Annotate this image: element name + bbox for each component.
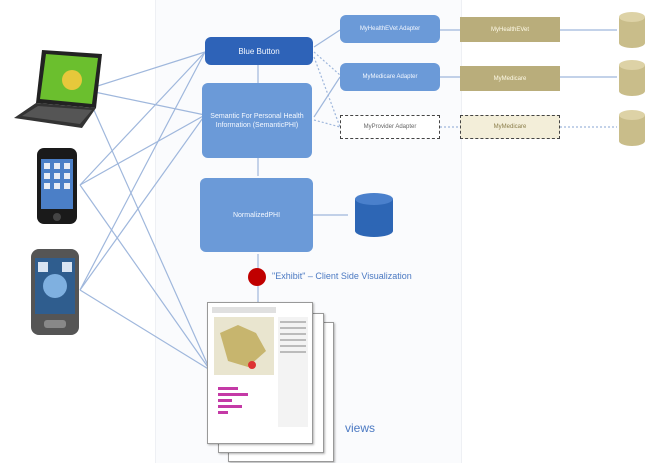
views-label: views — [345, 421, 376, 435]
adapter-myprovider: MyProvider Adapter — [340, 115, 440, 139]
source-mymedicare: MyMedicare — [460, 66, 560, 91]
blue-button-box: Blue Button — [205, 37, 313, 65]
android-phone-icon — [30, 248, 80, 336]
database-icon-1 — [619, 12, 645, 48]
database-icon-2 — [619, 60, 645, 96]
source-mymedicare-dashed: MyMedicare — [460, 115, 560, 139]
exhibit-label: "Exhibit" – Client Side Visualization — [272, 271, 412, 281]
normalized-phi-box: NormalizedPHI — [200, 178, 313, 252]
adapter-mymedicare: MyMedicare Adapter — [340, 63, 440, 91]
smartphone-icon — [36, 147, 78, 225]
normalized-database-icon — [355, 193, 393, 237]
exhibit-dot — [248, 268, 266, 286]
view-document-front — [207, 302, 313, 444]
semantic-phi-box: Semantic For Personal Health Information… — [202, 83, 312, 158]
database-icon-3 — [619, 110, 645, 146]
adapter-myhealthevet: MyHealthEVet Adapter — [340, 15, 440, 43]
source-myhealthevet: MyHealthEVet — [460, 17, 560, 42]
laptop-icon — [12, 48, 104, 132]
